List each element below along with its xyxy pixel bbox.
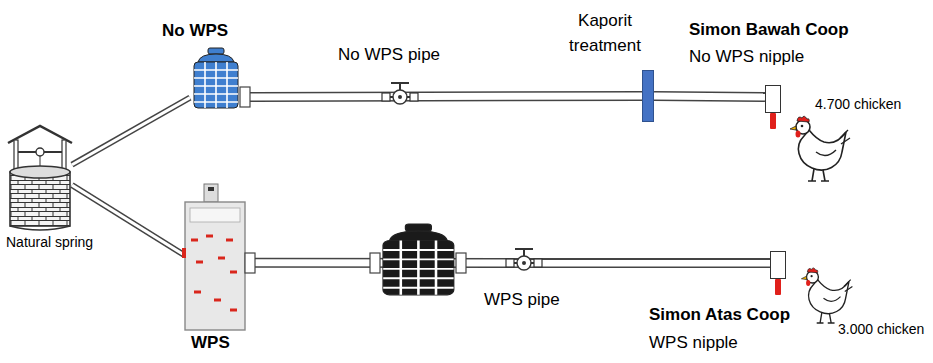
treatment-bar: Kaporit treatment	[642, 70, 654, 122]
pipe-label: WPS pipe	[484, 290, 560, 310]
tank-blue	[194, 48, 238, 108]
node-title: WPS	[191, 333, 230, 353]
wps-machine	[185, 202, 245, 330]
spring-node: Natural spring	[10, 128, 72, 230]
node-title: No WPS	[162, 21, 228, 41]
chicken-icon	[801, 268, 852, 323]
coupling	[456, 253, 466, 273]
tank-black	[383, 224, 453, 295]
coupling	[370, 253, 380, 273]
pipe-wall	[72, 98, 190, 165]
pipe-bore	[654, 96, 765, 97]
wps-machine	[182, 184, 255, 330]
pipe-wall	[250, 91, 642, 102]
well	[10, 172, 70, 226]
wps-machine	[190, 208, 240, 222]
chicken-icon	[790, 116, 850, 181]
well	[62, 140, 66, 172]
pipe-bore	[72, 98, 190, 165]
wps-machine	[191, 236, 237, 310]
node-title: Simon Atas Coop	[649, 305, 790, 325]
nipple-red	[770, 113, 776, 129]
pipe-wall	[654, 96, 765, 97]
valve	[382, 83, 418, 104]
well	[10, 166, 70, 178]
pipe-connector	[72, 98, 190, 165]
node-title: Kaporit treatment	[555, 9, 655, 58]
wps-machine	[208, 187, 214, 191]
well	[36, 148, 44, 156]
well	[40, 156, 41, 166]
pipe-connector	[654, 96, 765, 97]
tank-node: No WPS	[190, 48, 250, 110]
wps-node: WPS	[185, 184, 255, 330]
well	[10, 226, 70, 230]
pipe-label: No WPS pipe	[338, 45, 440, 65]
count-label: 3.000 chicken	[838, 321, 924, 338]
pipe-connector	[250, 96, 642, 98]
wps-machine	[204, 184, 218, 202]
well	[14, 140, 18, 172]
coupling	[240, 87, 250, 107]
wps-machine	[182, 248, 186, 258]
nipple-box: Simon Bawah CoopNo WPS nipple	[765, 85, 781, 113]
wps-machine	[245, 253, 255, 273]
node-title: Simon Bawah Coop	[689, 20, 849, 40]
node-subtitle: No WPS nipple	[689, 47, 804, 67]
count-label: 4.700 chicken	[815, 96, 901, 113]
nipple-red	[775, 279, 781, 295]
valve	[506, 249, 542, 270]
node-title: Natural spring	[6, 234, 93, 251]
node-subtitle: WPS nipple	[649, 333, 738, 353]
nipple-box: Simon Atas CoopWPS nipple	[770, 251, 786, 279]
well	[8, 126, 72, 230]
pipe-bore	[250, 93, 642, 101]
